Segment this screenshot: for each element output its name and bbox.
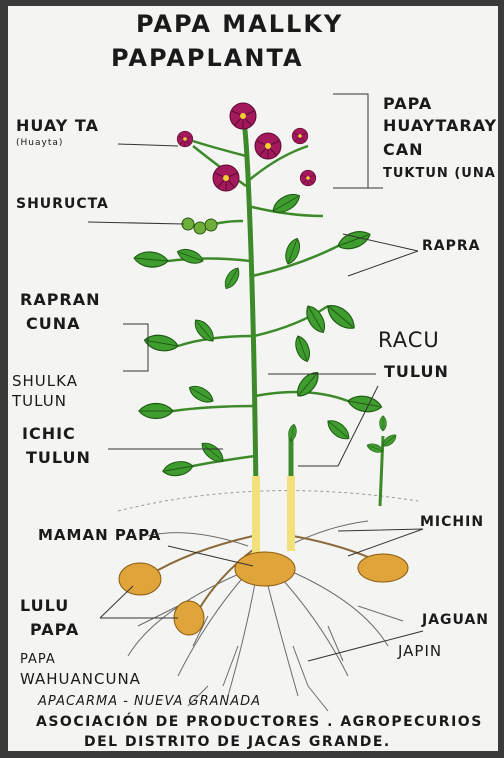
label-rapra: RAPRA bbox=[422, 238, 481, 254]
label-michin: MICHIN bbox=[420, 514, 484, 530]
footer-line-2: DEL DISTRITO DE JACAS GRANDE. bbox=[84, 734, 391, 750]
label-ichic-2: TULUN bbox=[26, 448, 91, 467]
tubers bbox=[119, 552, 408, 635]
label-huayta-sub: (Huayta) bbox=[16, 138, 63, 148]
small-shoot bbox=[380, 436, 383, 506]
label-papa-huaytaray-1: PAPA bbox=[383, 94, 432, 113]
label-lulu-1: LULU bbox=[20, 596, 69, 615]
branches bbox=[168, 141, 348, 466]
label-papa-huaytaray-4: TUKTUN (UNA bbox=[383, 166, 496, 181]
label-shuructa: SHURUCTA bbox=[16, 196, 109, 212]
label-ichic-1: ICHIC bbox=[22, 424, 76, 443]
label-lulu-2: PAPA bbox=[30, 620, 79, 639]
label-racu-1: RACU bbox=[378, 328, 440, 352]
label-jaguan-2: JAPIN bbox=[398, 642, 442, 660]
label-shulka-2: TULUN bbox=[12, 392, 67, 410]
label-rapran-cuna-2: CUNA bbox=[26, 314, 81, 333]
credit-line: APACARMA - NUEVA GRANADA bbox=[38, 694, 261, 709]
label-papa-huaytaray-2: HUAYTARAY bbox=[383, 116, 497, 135]
title-line-2: PAPAPLANTA bbox=[111, 44, 304, 72]
label-wahua-1: PAPA bbox=[20, 652, 56, 667]
roots bbox=[128, 521, 403, 711]
label-rapran-cuna-1: RAPRAN bbox=[20, 290, 101, 309]
berries bbox=[182, 218, 217, 234]
poster: PAPA MALLKY PAPAPLANTA HUAY TA (Huayta) … bbox=[8, 6, 498, 751]
label-jaguan-1: JAGUAN bbox=[422, 612, 489, 628]
label-shulka-1: SHULKA bbox=[12, 372, 78, 390]
soil-line bbox=[118, 491, 418, 511]
label-maman-papa: MAMAN PAPA bbox=[38, 526, 161, 544]
label-wahua-2: WAHUANCUNA bbox=[20, 670, 141, 688]
label-huayta: HUAY TA bbox=[16, 116, 99, 135]
title-line-1: PAPA MALLKY bbox=[136, 10, 343, 38]
footer-line-1: ASOCIACIÓN DE PRODUCTORES . AGROPECURIOS bbox=[36, 714, 483, 730]
second-stem-base bbox=[287, 476, 295, 551]
stem-base bbox=[252, 476, 260, 556]
label-papa-huaytaray-3: CAN bbox=[383, 140, 424, 159]
label-racu-2: TULUN bbox=[384, 362, 449, 381]
